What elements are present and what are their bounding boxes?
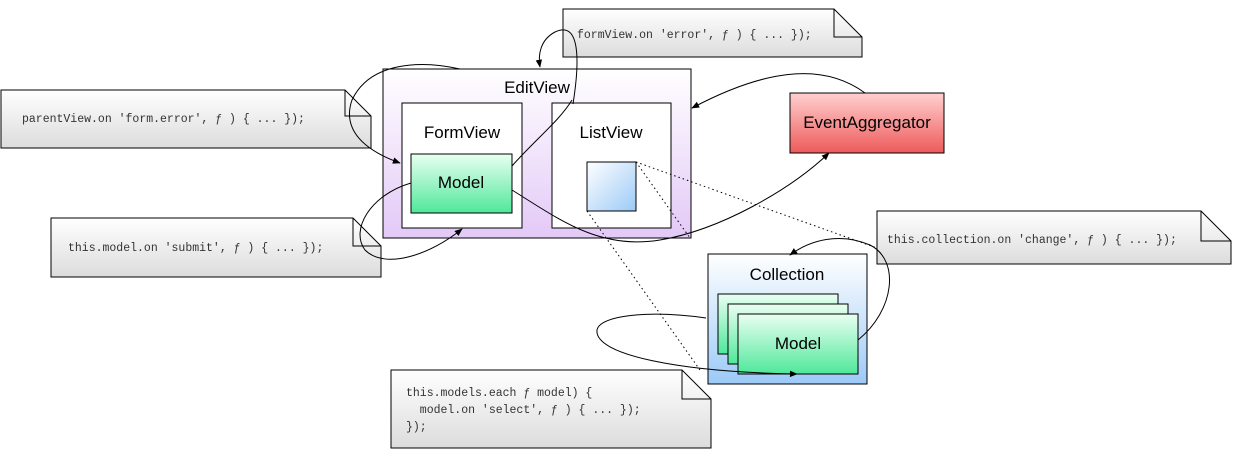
list-item-view xyxy=(586,161,637,212)
connector-parent-view xyxy=(349,64,461,164)
dotted-links xyxy=(586,161,878,371)
note-collection-change: this.collection.on 'change', ƒ ) { ... }… xyxy=(876,210,1232,265)
connector-select-loop xyxy=(596,313,798,378)
connector-model-to-form-error xyxy=(511,99,573,167)
dotted-link-1 xyxy=(635,161,691,239)
connector-model-to-aggregator xyxy=(511,152,830,243)
collection-model-label: Model xyxy=(775,334,821,353)
note-models-each: this.models.each ƒ model) { model.on 'se… xyxy=(390,369,712,449)
event-aggregator-box: EventAggregator xyxy=(789,92,945,154)
list-view-label: ListView xyxy=(580,123,644,142)
note-collection-change-text: this.collection.on 'change', ƒ ) { ... }… xyxy=(887,234,1177,247)
note-models-each-text: this.models.each ƒ model) { model.on 'se… xyxy=(406,387,689,434)
connector-aggregator-to-listview xyxy=(691,73,866,109)
event-aggregator-label: EventAggregator xyxy=(803,113,931,132)
collection-box: Collection Model xyxy=(707,253,868,385)
note-parent-view-text: parentView.on 'form.error', ƒ ) { ... })… xyxy=(22,113,305,126)
note-parent-view: parentView.on 'form.error', ƒ ) { ... })… xyxy=(0,89,372,149)
note-submit: this.model.on 'submit', ƒ ) { ... }); xyxy=(50,217,382,278)
note-form-error: formView.on 'error', ƒ ) { ... }); xyxy=(562,8,863,58)
collection-model-card-front xyxy=(737,313,859,375)
form-model-box: Model xyxy=(410,153,513,214)
form-view-label: FormView xyxy=(424,123,501,142)
edit-view-label: EditView xyxy=(504,78,571,97)
connector-form-error xyxy=(535,29,578,105)
collection-label: Collection xyxy=(750,265,825,284)
dotted-link-3 xyxy=(586,210,701,371)
connector-submit xyxy=(359,182,463,260)
note-submit-text: this.model.on 'submit', ƒ ) { ... }); xyxy=(68,242,323,255)
form-model-label: Model xyxy=(438,173,484,192)
note-form-error-text: formView.on 'error', ƒ ) { ... }); xyxy=(577,29,812,42)
